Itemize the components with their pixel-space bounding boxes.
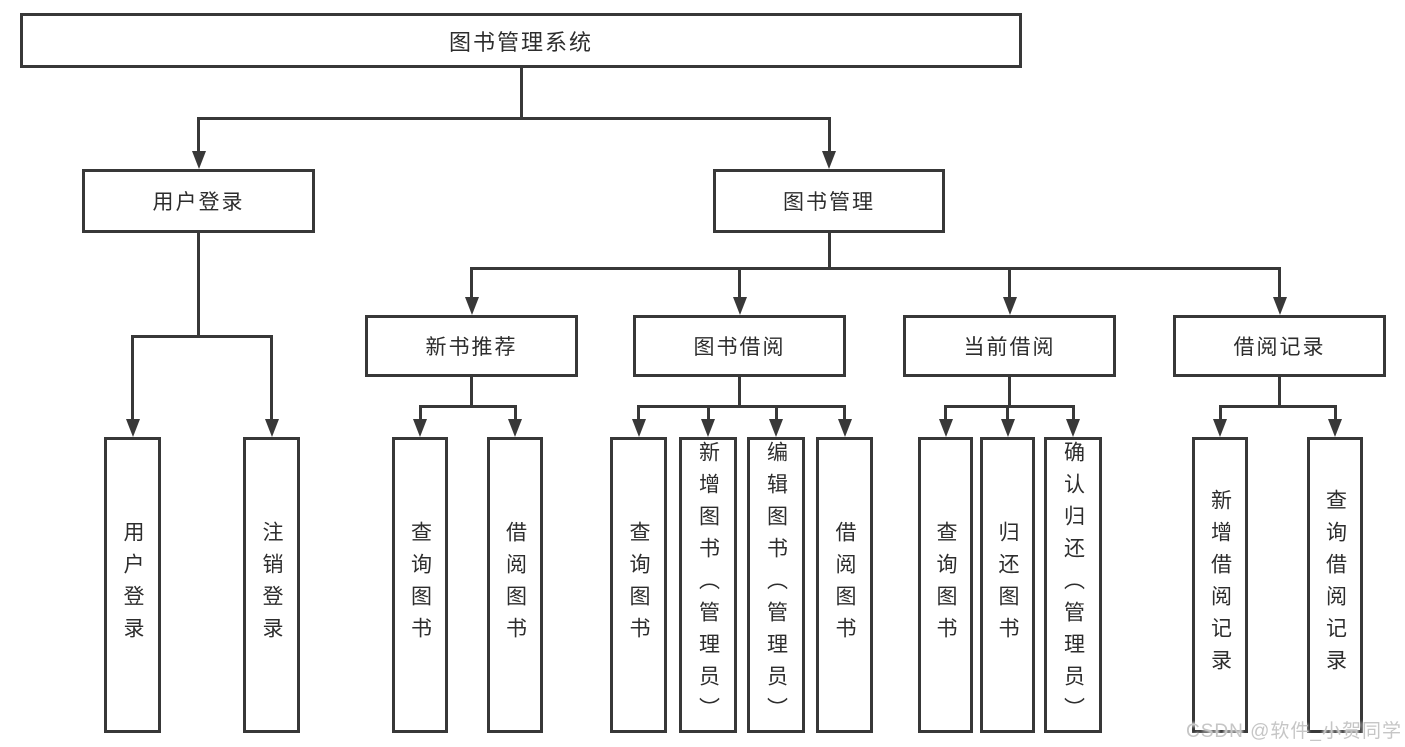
connector-line	[828, 233, 831, 270]
node-label: 用户登录	[152, 191, 245, 214]
arrow-down-icon	[413, 419, 427, 437]
leaf-add-borrow-record: 新增借阅记录	[1192, 437, 1248, 733]
arrow-down-icon	[1273, 297, 1287, 315]
arrow-down-icon	[1213, 419, 1227, 437]
connector-line	[514, 405, 517, 421]
connector-line	[843, 405, 846, 421]
arrow-down-icon	[822, 151, 836, 169]
arrow-down-icon	[769, 419, 783, 437]
node-borrow-records: 借阅记录	[1173, 315, 1386, 377]
connector-line	[707, 405, 710, 421]
connector-line	[738, 267, 741, 299]
connector-line	[270, 335, 273, 421]
arrow-down-icon	[465, 297, 479, 315]
node-label: 查询图书	[627, 521, 650, 649]
leaf-borrow-books-recommend: 借阅图书	[487, 437, 543, 733]
node-label: 图书管理	[783, 191, 875, 214]
leaf-user-login: 用户登录	[104, 437, 161, 733]
connector-line	[1008, 377, 1011, 408]
arrow-down-icon	[265, 419, 279, 437]
csdn-watermark: CSDN @软件_小贺同学	[1186, 721, 1402, 742]
node-label: 借阅图书	[503, 521, 527, 649]
node-label: 用户登录	[121, 521, 144, 649]
arrow-down-icon	[1066, 419, 1080, 437]
node-library-management-system: 图书管理系统	[20, 13, 1022, 68]
arrow-down-icon	[508, 419, 522, 437]
node-label: 新书推荐	[425, 336, 518, 359]
arrow-down-icon	[733, 297, 747, 315]
connector-line	[1008, 267, 1011, 299]
node-label: 查询图书	[408, 521, 432, 649]
connector-line	[944, 405, 1075, 408]
node-label: 当前借阅	[963, 336, 1056, 359]
node-new-book-recommend: 新书推荐	[365, 315, 578, 377]
connector-line	[419, 405, 422, 421]
connector-line	[197, 117, 200, 153]
node-current-borrow: 当前借阅	[903, 315, 1116, 377]
connector-line	[1278, 377, 1281, 408]
leaf-add-book-admin: 新增图书（管理员）	[679, 437, 737, 733]
connector-line	[637, 405, 846, 408]
leaf-query-books-current: 查询图书	[918, 437, 973, 733]
arrow-down-icon	[192, 151, 206, 169]
connector-line	[419, 405, 517, 408]
leaf-query-books-recommend: 查询图书	[392, 437, 448, 733]
leaf-edit-book-admin: 编辑图书（管理员）	[747, 437, 805, 733]
connector-line	[775, 405, 778, 421]
connector-line	[1219, 405, 1337, 408]
node-label: 图书借阅	[693, 336, 786, 359]
connector-line	[828, 117, 831, 153]
leaf-query-borrow-record: 查询借阅记录	[1307, 437, 1363, 733]
leaf-return-book: 归还图书	[980, 437, 1035, 733]
node-label: 借阅图书	[833, 521, 856, 649]
node-label: 新增借阅记录	[1208, 489, 1232, 681]
arrow-down-icon	[1328, 419, 1342, 437]
connector-line	[1278, 267, 1281, 299]
node-label: 新增图书（管理员）	[696, 441, 720, 729]
node-label: 查询图书	[934, 521, 957, 649]
node-label: 归还图书	[996, 521, 1019, 649]
node-book-management: 图书管理	[713, 169, 945, 233]
leaf-borrow-books: 借阅图书	[816, 437, 873, 733]
node-label: 注销登录	[260, 521, 283, 649]
arrow-down-icon	[701, 419, 715, 437]
arrow-down-icon	[632, 419, 646, 437]
arrow-down-icon	[1003, 297, 1017, 315]
connector-line	[944, 405, 947, 421]
node-label: 图书管理系统	[448, 29, 593, 55]
connector-line	[197, 233, 200, 335]
connector-line	[1072, 405, 1075, 421]
leaf-query-books-borrow: 查询图书	[610, 437, 667, 733]
connector-line	[520, 68, 523, 118]
connector-line	[197, 117, 831, 120]
node-book-borrow: 图书借阅	[633, 315, 846, 377]
connector-line	[470, 267, 473, 299]
connector-line	[1006, 405, 1009, 421]
arrow-down-icon	[1001, 419, 1015, 437]
leaf-logout: 注销登录	[243, 437, 300, 733]
connector-line	[131, 335, 134, 421]
node-label: 确认归还（管理员）	[1061, 441, 1085, 729]
node-label: 编辑图书（管理员）	[764, 441, 788, 729]
connector-line	[470, 377, 473, 408]
connector-line	[637, 405, 640, 421]
node-label: 查询借阅记录	[1323, 489, 1347, 681]
connector-line	[1334, 405, 1337, 421]
connector-line	[1219, 405, 1222, 421]
arrow-down-icon	[838, 419, 852, 437]
connector-line	[738, 377, 741, 408]
connector-line	[131, 335, 273, 338]
arrow-down-icon	[126, 419, 140, 437]
arrow-down-icon	[939, 419, 953, 437]
node-label: 借阅记录	[1233, 336, 1326, 359]
connector-line	[470, 267, 1281, 270]
node-user-login: 用户登录	[82, 169, 315, 233]
leaf-confirm-return-admin: 确认归还（管理员）	[1044, 437, 1102, 733]
